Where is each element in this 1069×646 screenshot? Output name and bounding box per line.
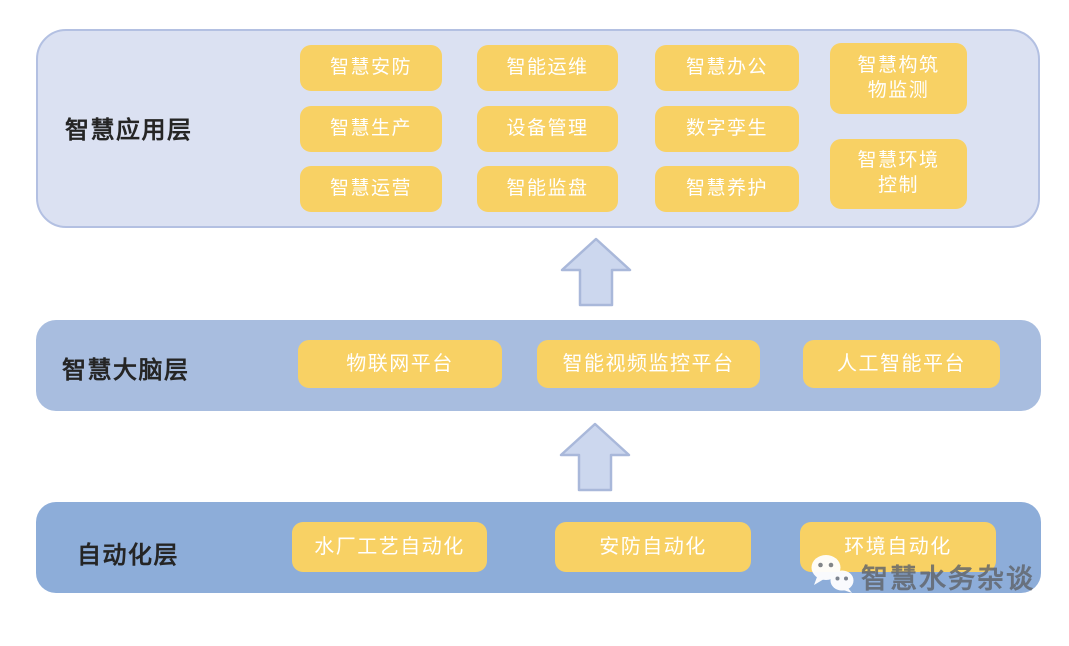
layer-application: 智慧应用层 智慧安防 智慧生产 智慧运营 智能运维 设备管理 智能监盘 智慧办公… bbox=[36, 29, 1040, 228]
chip-intelligent-om: 智能运维 bbox=[477, 45, 618, 91]
layer-brain-label: 智慧大脑层 bbox=[62, 357, 190, 384]
layer-application-label: 智慧应用层 bbox=[65, 117, 193, 144]
layer-automation: 自动化层 水厂工艺自动化 安防自动化 环境自动化 bbox=[36, 502, 1041, 593]
chip-equipment-management: 设备管理 bbox=[477, 106, 618, 152]
chip-smart-production: 智慧生产 bbox=[300, 106, 442, 152]
layer-automation-label: 自动化层 bbox=[77, 542, 179, 569]
chip-security-automation: 安防自动化 bbox=[555, 522, 751, 572]
chip-plant-process-automation: 水厂工艺自动化 bbox=[292, 522, 487, 572]
chip-digital-twin: 数字孪生 bbox=[655, 106, 799, 152]
chip-video-surveillance-platform: 智能视频监控平台 bbox=[537, 340, 760, 388]
up-arrow-icon-top bbox=[560, 237, 632, 312]
up-arrow-icon-bottom bbox=[559, 422, 631, 497]
wechat-icon bbox=[810, 554, 856, 599]
watermark-text: 智慧水务杂谈 bbox=[861, 564, 1035, 594]
chip-smart-office: 智慧办公 bbox=[655, 45, 799, 91]
chip-ai-platform: 人工智能平台 bbox=[803, 340, 1000, 388]
chip-smart-structure-monitoring: 智慧构筑 物监测 bbox=[830, 43, 967, 114]
chip-smart-maintenance: 智慧养护 bbox=[655, 166, 799, 212]
chip-smart-operation: 智慧运营 bbox=[300, 166, 442, 212]
layer-brain: 智慧大脑层 物联网平台 智能视频监控平台 人工智能平台 bbox=[36, 320, 1041, 411]
chip-iot-platform: 物联网平台 bbox=[298, 340, 502, 388]
chip-smart-security: 智慧安防 bbox=[300, 45, 442, 91]
watermark: 智慧水务杂谈 bbox=[810, 554, 1035, 599]
chip-smart-environment-control: 智慧环境 控制 bbox=[830, 139, 967, 209]
chip-intelligent-monitoring: 智能监盘 bbox=[477, 166, 618, 212]
